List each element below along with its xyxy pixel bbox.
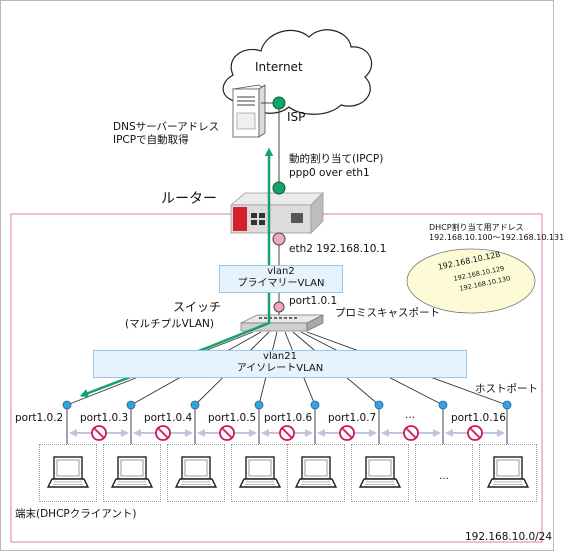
port-label: port1.0.5 xyxy=(208,412,257,424)
port-label: port1.0.4 xyxy=(144,412,193,424)
laptop-icon xyxy=(287,444,345,502)
dhcp-pool-range: 192.168.10.100〜192.168.10.131 xyxy=(429,233,564,242)
laptop-icon xyxy=(39,444,97,502)
host-port-label: ホストポート xyxy=(475,383,538,395)
switch-sublabel: (マルチプルVLAN) xyxy=(125,318,215,330)
dhcp-pool-ellipse xyxy=(406,248,536,314)
server-icon xyxy=(231,84,267,138)
port-label: port1.0.3 xyxy=(80,412,129,424)
dhcp-pool-title: DHCP割り当て用アドレス xyxy=(429,223,524,232)
dns-label-line2: IPCPで自動取得 xyxy=(113,134,189,146)
router-label: ルーター xyxy=(161,191,217,207)
laptop-icon xyxy=(103,444,161,502)
vlan21-box: vlan21 アイソレートVLAN xyxy=(93,350,467,378)
port-label: ... xyxy=(405,409,416,421)
laptop-icon xyxy=(231,444,289,502)
port-links xyxy=(66,405,508,446)
port-label: port1.0.2 xyxy=(15,412,64,424)
isolation-markers xyxy=(69,425,505,441)
eth2-interface-dot xyxy=(272,232,286,246)
wan-label-line1: 動的割り当て(IPCP) xyxy=(289,153,384,165)
vlan2-box: vlan2 プライマリーVLAN xyxy=(219,265,343,293)
router-device xyxy=(229,192,324,234)
promiscuous-port-type: プロミスキャスポート xyxy=(335,307,440,319)
eth2-label: eth2 192.168.10.1 xyxy=(289,243,387,255)
laptop-icon xyxy=(351,444,409,502)
host-port-dots xyxy=(62,400,512,410)
isp-interface-dot xyxy=(272,96,286,110)
port-label: port1.0.7 xyxy=(328,412,377,424)
dns-label-line1: DNSサーバーアドレス xyxy=(113,121,220,133)
vlan21-name: vlan21 xyxy=(263,351,297,362)
vlan2-name: vlan2 xyxy=(267,266,295,277)
ellipsis-label: ... xyxy=(439,471,449,482)
vlan21-desc: アイソレートVLAN xyxy=(236,363,324,374)
isp-label: ISP xyxy=(287,110,306,124)
promiscuous-port-dot xyxy=(273,301,285,313)
promiscuous-port-label: port1.0.1 xyxy=(289,295,338,307)
terminals-label: 端末(DHCPクライアント) xyxy=(15,508,137,520)
port-label: port1.0.16 xyxy=(451,412,506,424)
terminal-placeholder: ... xyxy=(415,444,473,502)
wan-label-line2: ppp0 over eth1 xyxy=(289,167,370,179)
laptop-icon xyxy=(479,444,537,502)
internet-label: Internet xyxy=(255,60,303,74)
subnet-label: 192.168.10.0/24 xyxy=(465,531,553,543)
vlan2-desc: プライマリーVLAN xyxy=(237,278,325,289)
switch-device xyxy=(240,314,324,332)
port-label: port1.0.6 xyxy=(264,412,313,424)
switch-label: スイッチ xyxy=(173,300,222,314)
wan-interface-dot xyxy=(272,181,286,195)
laptop-icon xyxy=(167,444,225,502)
